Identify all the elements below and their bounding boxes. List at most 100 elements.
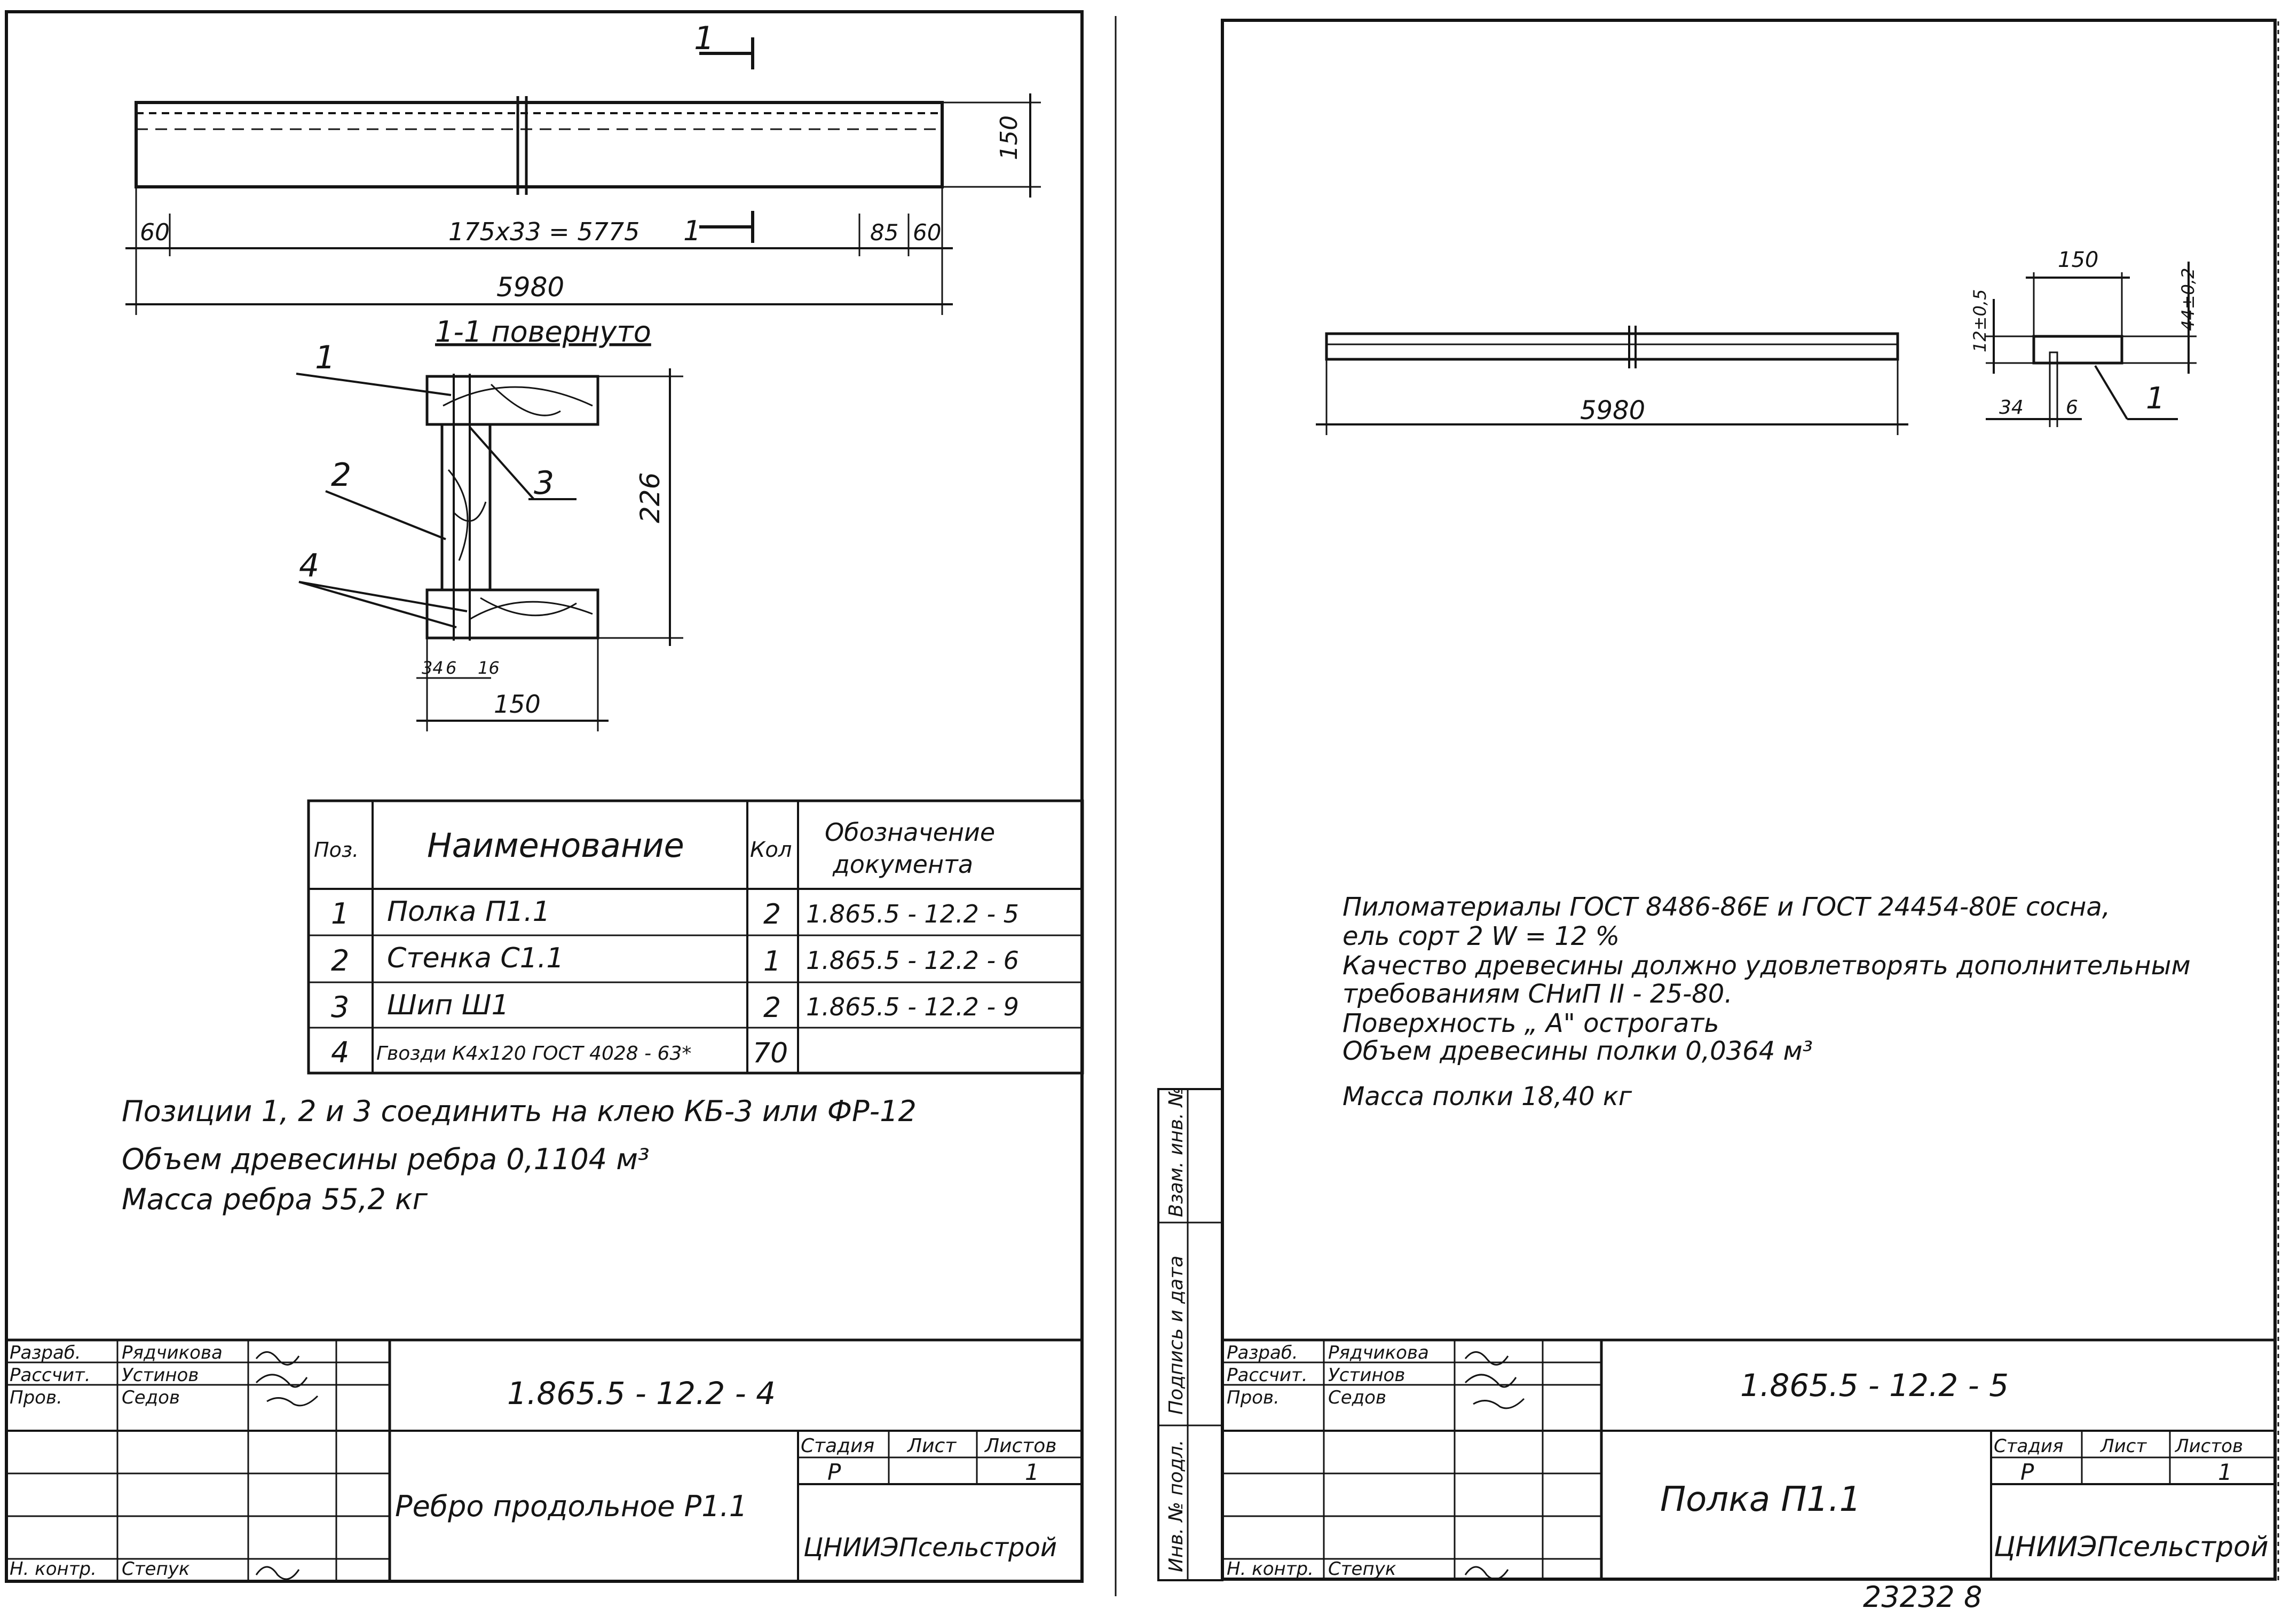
sheet2-note-1: Пиломатериалы ГОСТ 8486-86Е и ГОСТ 24454… (1343, 892, 2110, 922)
spec-row-4-qty: 70 (753, 1037, 788, 1069)
tb2-role-2: Рассчит. (1227, 1365, 1308, 1386)
cross-section: 1 2 3 4 226 34 6 16 150 (296, 339, 683, 731)
section-caption: 1-1 повернуто (435, 315, 651, 349)
dim-chain: 60 175x33 = 5775 85 60 5980 (125, 187, 953, 315)
spec-row: 4 Гвозди К4х120 ГОСТ 4028 - 63* 70 (331, 1036, 788, 1069)
dim-small-16: 16 (478, 658, 500, 678)
title-block-1: Разраб. Рассчит. Пров. Н. контр. Рядчико… (6, 1338, 1082, 1581)
stamp-inv-orig: Инв. № подл. (1165, 1440, 1187, 1572)
dim-small-6: 6 (446, 658, 456, 678)
sheet-1-frame (5, 10, 1084, 1583)
shelf-section: 150 12±0,5 44±0,2 34 6 1 (1970, 248, 2198, 427)
tb2-sheets-header: Листов (2174, 1436, 2243, 1457)
tb2-stage: Р (2020, 1459, 2034, 1485)
tb1-name-3: Седов (122, 1387, 180, 1408)
callout-4: 4 (299, 547, 319, 585)
tb1-stage-header: Стадия (801, 1435, 874, 1457)
sheet2-note-4: требованиям СНиП II - 25-80. (1343, 979, 1733, 1009)
tb2-role-3: Пров. (1227, 1387, 1280, 1408)
tb2-sheets: 1 (2218, 1459, 2232, 1485)
dim-85: 85 (870, 219, 898, 246)
spec-row-1-qty: 2 (763, 898, 781, 931)
tb2-role-6: Н. контр. (1227, 1558, 1314, 1580)
tb2-name-3: Седов (1328, 1387, 1386, 1408)
spec-row-3-qty: 2 (763, 992, 781, 1024)
sheet-2-frame (1221, 19, 2277, 1581)
stamp-replace-inv: Взам. инв. № (1165, 1087, 1187, 1217)
shelf-plan-view: 5980 (1316, 326, 1908, 435)
tb2-stage-header: Стадия (1994, 1436, 2063, 1457)
section-mark-bottom: 1 (683, 211, 754, 247)
spec-row: 1 Полка П1.1 2 1.865.5 - 12.2 - 5 (331, 896, 1019, 931)
spec-header-pos: Поз. (314, 838, 359, 862)
tb1-role-2: Рассчит. (10, 1365, 91, 1386)
tb2-name-6: Степук (1328, 1558, 1396, 1580)
tb2-role-1: Разраб. (1227, 1342, 1298, 1363)
callout-2: 2 (331, 456, 351, 494)
section-label-top: 1 (694, 20, 714, 57)
tb1-name-1: Рядчикова (122, 1342, 223, 1363)
signatures (255, 1351, 319, 1580)
dim-150-label: 150 (996, 115, 1023, 160)
spec-row-3-name: Шип Ш1 (387, 989, 509, 1021)
shelf-dim-150: 150 (2058, 248, 2098, 272)
spec-row-2-qty: 1 (763, 945, 781, 977)
tb1-role-1: Разраб. (10, 1342, 81, 1363)
dim-226-label: 226 (635, 472, 666, 523)
title-block-2: Разраб. Рассчит. Пров. Н. контр. Рядчико… (1222, 1338, 2275, 1580)
sheet-1: 1 1 150 60 175x33 = 5775 85 60 598 (5, 10, 1084, 1583)
stamp-signature-date: Подпись и дата (1165, 1256, 1187, 1415)
tb1-title: Ребро продольное Р1.1 (395, 1489, 747, 1523)
tb2-name-2: Устинов (1328, 1365, 1405, 1386)
dim-60-right: 60 (913, 219, 941, 246)
spec-row-3-pos: 3 (331, 990, 349, 1024)
spec-row: 2 Стенка С1.1 1 1.865.5 - 12.2 - 6 (331, 942, 1019, 977)
dim-width-150: 150 (494, 690, 541, 719)
spec-table: Поз. Наименование Кол Обозначение докуме… (307, 799, 1084, 1075)
shelf-callout-1: 1 (2146, 381, 2165, 416)
spec-row-4-pos: 4 (331, 1036, 349, 1069)
section-mark-top: 1 (694, 20, 754, 69)
shelf-dim-12: 12±0,5 (1970, 289, 1990, 352)
spec-row-2-name: Стенка С1.1 (387, 942, 564, 974)
tb1-org: ЦНИИЭПсельстрой (803, 1533, 1057, 1563)
shelf-dim-5980: 5980 (1580, 396, 1645, 425)
sheet1-note-3: Масса ребра 55,2 кг (122, 1182, 428, 1216)
shelf-dim-44: 44±0,2 (2178, 268, 2198, 331)
tb1-sheets-header: Листов (984, 1435, 1056, 1457)
spec-header-name: Наименование (427, 826, 684, 865)
sheet1-note-2: Объем древесины ребра 0,1104 м³ (122, 1142, 650, 1176)
sheet2-note-6: Объем древесины полки 0,0364 м³ (1343, 1036, 1813, 1066)
spec-header-doc-2: документа (832, 850, 973, 879)
spec-row-4-name: Гвозди К4х120 ГОСТ 4028 - 63* (376, 1043, 691, 1065)
spec-row-2-doc: 1.865.5 - 12.2 - 6 (806, 946, 1019, 975)
rib-plan-view (135, 96, 944, 195)
shelf-dim-34: 34 (1999, 397, 2024, 419)
signatures-2 (1464, 1351, 1525, 1580)
tb1-name-6: Степук (122, 1558, 190, 1580)
dim-span: 175x33 = 5775 (448, 217, 639, 246)
spec-row-1-pos: 1 (331, 897, 349, 931)
tb1-stage: Р (827, 1459, 841, 1485)
tb2-name-1: Рядчикова (1328, 1342, 1429, 1363)
callout-3: 3 (534, 464, 554, 502)
shelf-dim-6: 6 (2066, 397, 2078, 419)
spec-row: 3 Шип Ш1 2 1.865.5 - 12.2 - 9 (331, 989, 1019, 1024)
tb1-name-2: Устинов (122, 1365, 199, 1386)
spec-row-1-doc: 1.865.5 - 12.2 - 5 (806, 900, 1019, 928)
tb1-role-3: Пров. (10, 1387, 62, 1408)
sheet-2: 5980 150 12±0,5 44±0,2 34 6 1 (1157, 19, 2279, 1614)
sheet1-note-1: Позиции 1, 2 и 3 соединить на клею КБ-3 … (122, 1094, 917, 1128)
footer-number: 23232 8 (1863, 1580, 1982, 1614)
dim-5980: 5980 (496, 272, 564, 303)
section-label-bottom: 1 (683, 215, 701, 247)
spec-header-doc-1: Обозначение (825, 818, 995, 847)
sheet2-note-3: Качество древесины должно удовлетворять … (1343, 951, 2191, 981)
tb2-org: ЦНИИЭПсельстрой (1994, 1531, 2269, 1563)
sheet2-note-2: ель сорт 2 W = 12 % (1343, 921, 1620, 951)
sheet2-note-5: Поверхность „ А" острогать (1343, 1008, 1719, 1038)
callout-1: 1 (315, 339, 335, 376)
spec-row-1-name: Полка П1.1 (387, 896, 550, 928)
tb1-sheet-header: Лист (906, 1435, 957, 1457)
